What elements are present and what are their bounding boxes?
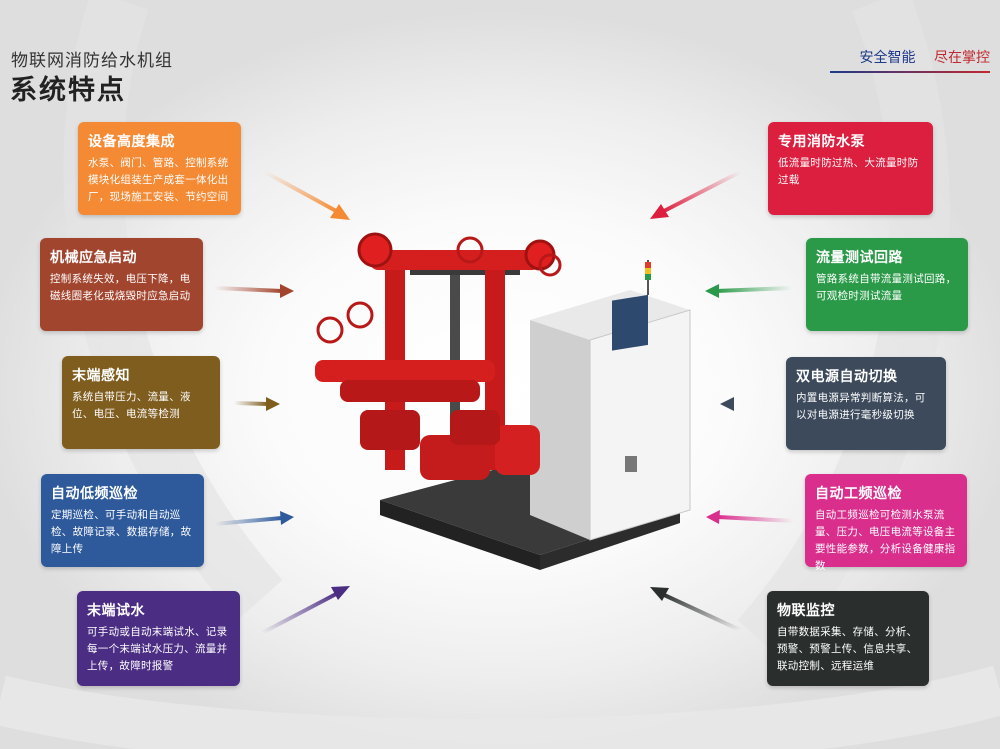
fire-pump-unit-icon [315, 232, 691, 570]
feature-title: 设备高度集成 [88, 134, 175, 150]
feature-title: 机械应急启动 [50, 250, 137, 266]
feature-desc: 自动工频巡检可检测水泵流量、压力、电压电流等设备主要性能参数，分析设备健康指数 [815, 509, 956, 572]
feature-desc: 定期巡检、可手动和自动巡检、故障记录、数据存储，故障上传 [51, 509, 192, 555]
feature-card-dual-power: 双电源自动切换 内置电源异常判断算法，可以对电源进行毫秒级切换 [786, 357, 946, 450]
feature-card-mechanical-start: 机械应急启动 控制系统失效，电压下降，电磁线圈老化或烧毁时应急启动 [40, 238, 203, 331]
feature-card-end-water-test: 末端试水 可手动或自动末端试水、记录每一个末端试水压力、流量并上传，故障时报警 [77, 591, 240, 686]
feature-card-low-freq-inspection: 自动低频巡检 定期巡检、可手动和自动巡检、故障记录、数据存储，故障上传 [41, 474, 204, 567]
feature-card-integration: 设备高度集成 水泵、阀门、管路、控制系统模块化组装生产成套一体化出厂，现场施工安… [78, 122, 241, 215]
feature-card-fire-pump: 专用消防水泵 低流量时防过热、大流量时防过载 [768, 122, 933, 215]
feature-card-end-sensing: 末端感知 系统自带压力、流量、液位、电压、电流等检测 [62, 356, 220, 449]
feature-card-iot-monitoring: 物联监控 自带数据采集、存储、分析、预警、预警上传、信息共享、联动控制、远程运维 [767, 591, 929, 686]
tagline: 安全智能 尽在掌控 [860, 47, 990, 67]
feature-title: 自动工频巡检 [815, 486, 902, 502]
feature-desc: 管路系统自带流量测试回路，可观检时测试流量 [816, 273, 957, 302]
feature-title: 末端试水 [87, 603, 145, 619]
feature-desc: 低流量时防过热、大流量时防过载 [778, 157, 919, 186]
page-title: 系统特点 [10, 75, 126, 106]
feature-card-flow-test: 流量测试回路 管路系统自带流量测试回路，可观检时测试流量 [806, 238, 968, 331]
tagline-right: 尽在掌控 [934, 50, 990, 66]
feature-desc: 内置电源异常判断算法，可以对电源进行毫秒级切换 [796, 392, 926, 421]
feature-desc: 控制系统失效，电压下降，电磁线圈老化或烧毁时应急启动 [50, 273, 191, 302]
feature-title: 自动低频巡检 [51, 486, 138, 502]
feature-desc: 可手动或自动末端试水、记录每一个末端试水压力、流量并上传，故障时报警 [87, 626, 228, 672]
header-subtitle: 物联网消防给水机组 [11, 51, 173, 71]
feature-title: 流量测试回路 [816, 250, 903, 266]
feature-desc: 系统自带压力、流量、液位、电压、电流等检测 [72, 391, 191, 420]
feature-desc: 自带数据采集、存储、分析、预警、预警上传、信息共享、联动控制、远程运维 [777, 626, 918, 672]
tagline-underline [830, 71, 990, 73]
feature-title: 物联监控 [777, 603, 835, 619]
tagline-left: 安全智能 [859, 50, 916, 66]
feature-title: 双电源自动切换 [796, 369, 898, 385]
feature-card-power-freq-inspection: 自动工频巡检 自动工频巡检可检测水泵流量、压力、电压电流等设备主要性能参数，分析… [805, 474, 967, 572]
feature-title: 专用消防水泵 [778, 134, 865, 150]
feature-title: 末端感知 [72, 368, 130, 384]
feature-desc: 水泵、阀门、管路、控制系统模块化组装生产成套一体化出厂，现场施工安装、节约空间 [88, 157, 229, 203]
